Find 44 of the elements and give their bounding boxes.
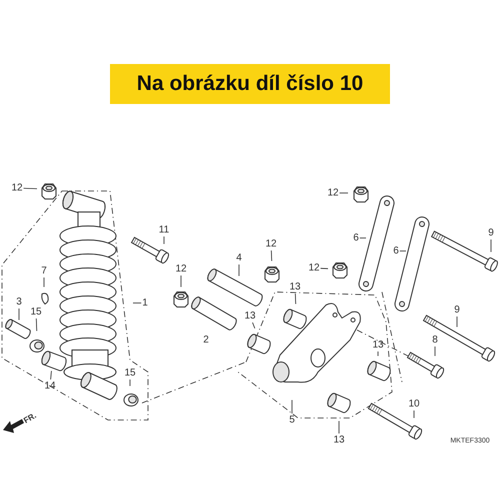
callout-number: 3: [16, 296, 22, 308]
direction-label: FR.: [22, 410, 38, 426]
callout-number: 12: [308, 262, 320, 274]
callout-number: 9: [488, 228, 494, 238]
leader-line: [320, 268, 328, 270]
leader-line: [252, 322, 256, 329]
callout-number: 13: [372, 340, 384, 350]
callout-number: 8: [432, 334, 438, 346]
callout-number: 14: [44, 380, 56, 392]
leader-line: [294, 293, 296, 304]
leader-line: [132, 302, 142, 304]
callout-number: 4: [236, 252, 242, 264]
callout-number: 7: [41, 266, 47, 276]
leader-line: [399, 250, 406, 252]
leader-line: [23, 188, 38, 190]
leader-line: [338, 420, 340, 434]
leader-line: [434, 346, 436, 356]
callout-number: 15: [124, 368, 136, 378]
leader-line: [339, 192, 348, 194]
leader-line: [238, 264, 240, 276]
leader-line: [456, 316, 458, 328]
title-banner: Na obrázku díl číslo 10: [110, 64, 390, 104]
callout-number: 13: [333, 434, 345, 446]
callout-number: 11: [158, 224, 170, 236]
callout-number: 13: [244, 310, 256, 322]
leader-line: [180, 275, 182, 288]
callout-number: 9: [454, 304, 460, 316]
callout-number: 6: [353, 232, 359, 244]
callout-number: 12: [11, 182, 23, 194]
callout-number: 12: [175, 264, 187, 274]
leader-line: [36, 318, 38, 332]
callout-number: 5: [289, 414, 295, 426]
callout-number: 2: [203, 334, 209, 346]
callout-number: 15: [30, 306, 42, 318]
callout-number: 12: [265, 238, 277, 250]
callout-number: 13: [289, 282, 301, 292]
callout-number: 10: [408, 398, 420, 410]
leader-line: [18, 308, 20, 320]
callout-number: 6: [393, 246, 399, 256]
callout-number: 1: [142, 298, 148, 308]
leader-line: [490, 239, 492, 252]
leader-line: [270, 250, 272, 262]
callout-number: 12: [327, 188, 339, 198]
leader-line: [50, 370, 52, 380]
